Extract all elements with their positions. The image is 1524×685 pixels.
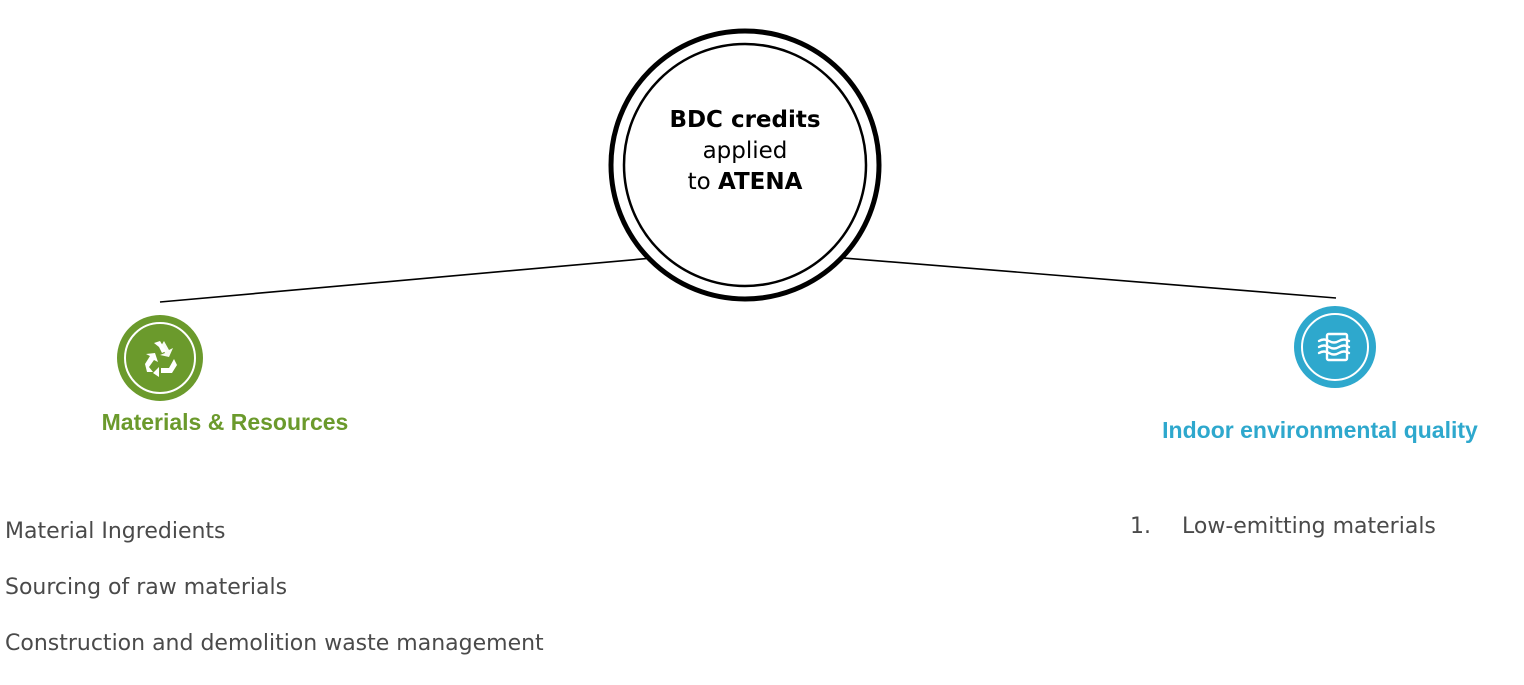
list-item: 3.Construction and demolition waste mana… (0, 629, 544, 685)
list-item: 2.Sourcing of raw materials (0, 573, 544, 629)
connector-line-left (159, 252, 710, 303)
materials-credit-list: 1.Material Ingredients 2.Sourcing of raw… (0, 517, 544, 685)
list-item: 1.Material Ingredients (0, 517, 544, 573)
central-node: BDC credits applied to ATENA (608, 28, 882, 302)
connector-line-right (781, 252, 1337, 299)
central-node-line2: applied (702, 137, 788, 164)
list-item-label: Material Ingredients (5, 519, 226, 544)
list-item-label: Sourcing of raw materials (5, 575, 288, 600)
central-node-line1: BDC credits (669, 106, 821, 133)
category-title-indoor: Indoor environmental quality (1162, 417, 1478, 443)
indoor-quality-badge (1294, 306, 1376, 388)
list-item: 1. Low-emitting materials (1130, 512, 1436, 552)
materials-resources-badge (117, 315, 203, 401)
connector-lines (159, 252, 1337, 303)
central-node-line3-prefix: to (687, 168, 711, 195)
recycle-icon (145, 341, 177, 377)
list-item-number: 1. (1130, 514, 1151, 539)
central-node-label: BDC credits applied to ATENA (669, 105, 820, 198)
category-title-materials: Materials & Resources (101, 409, 349, 435)
air-quality-icon (1317, 332, 1351, 362)
central-node-project-name: ATENA (717, 168, 803, 195)
central-node-line3: to ATENA (669, 167, 820, 198)
list-item-label: Low-emitting materials (1182, 514, 1436, 539)
list-item-label: Construction and demolition waste manage… (5, 631, 544, 656)
central-node-rings (608, 28, 882, 302)
indoor-credit-list: 1. Low-emitting materials (1130, 512, 1436, 552)
